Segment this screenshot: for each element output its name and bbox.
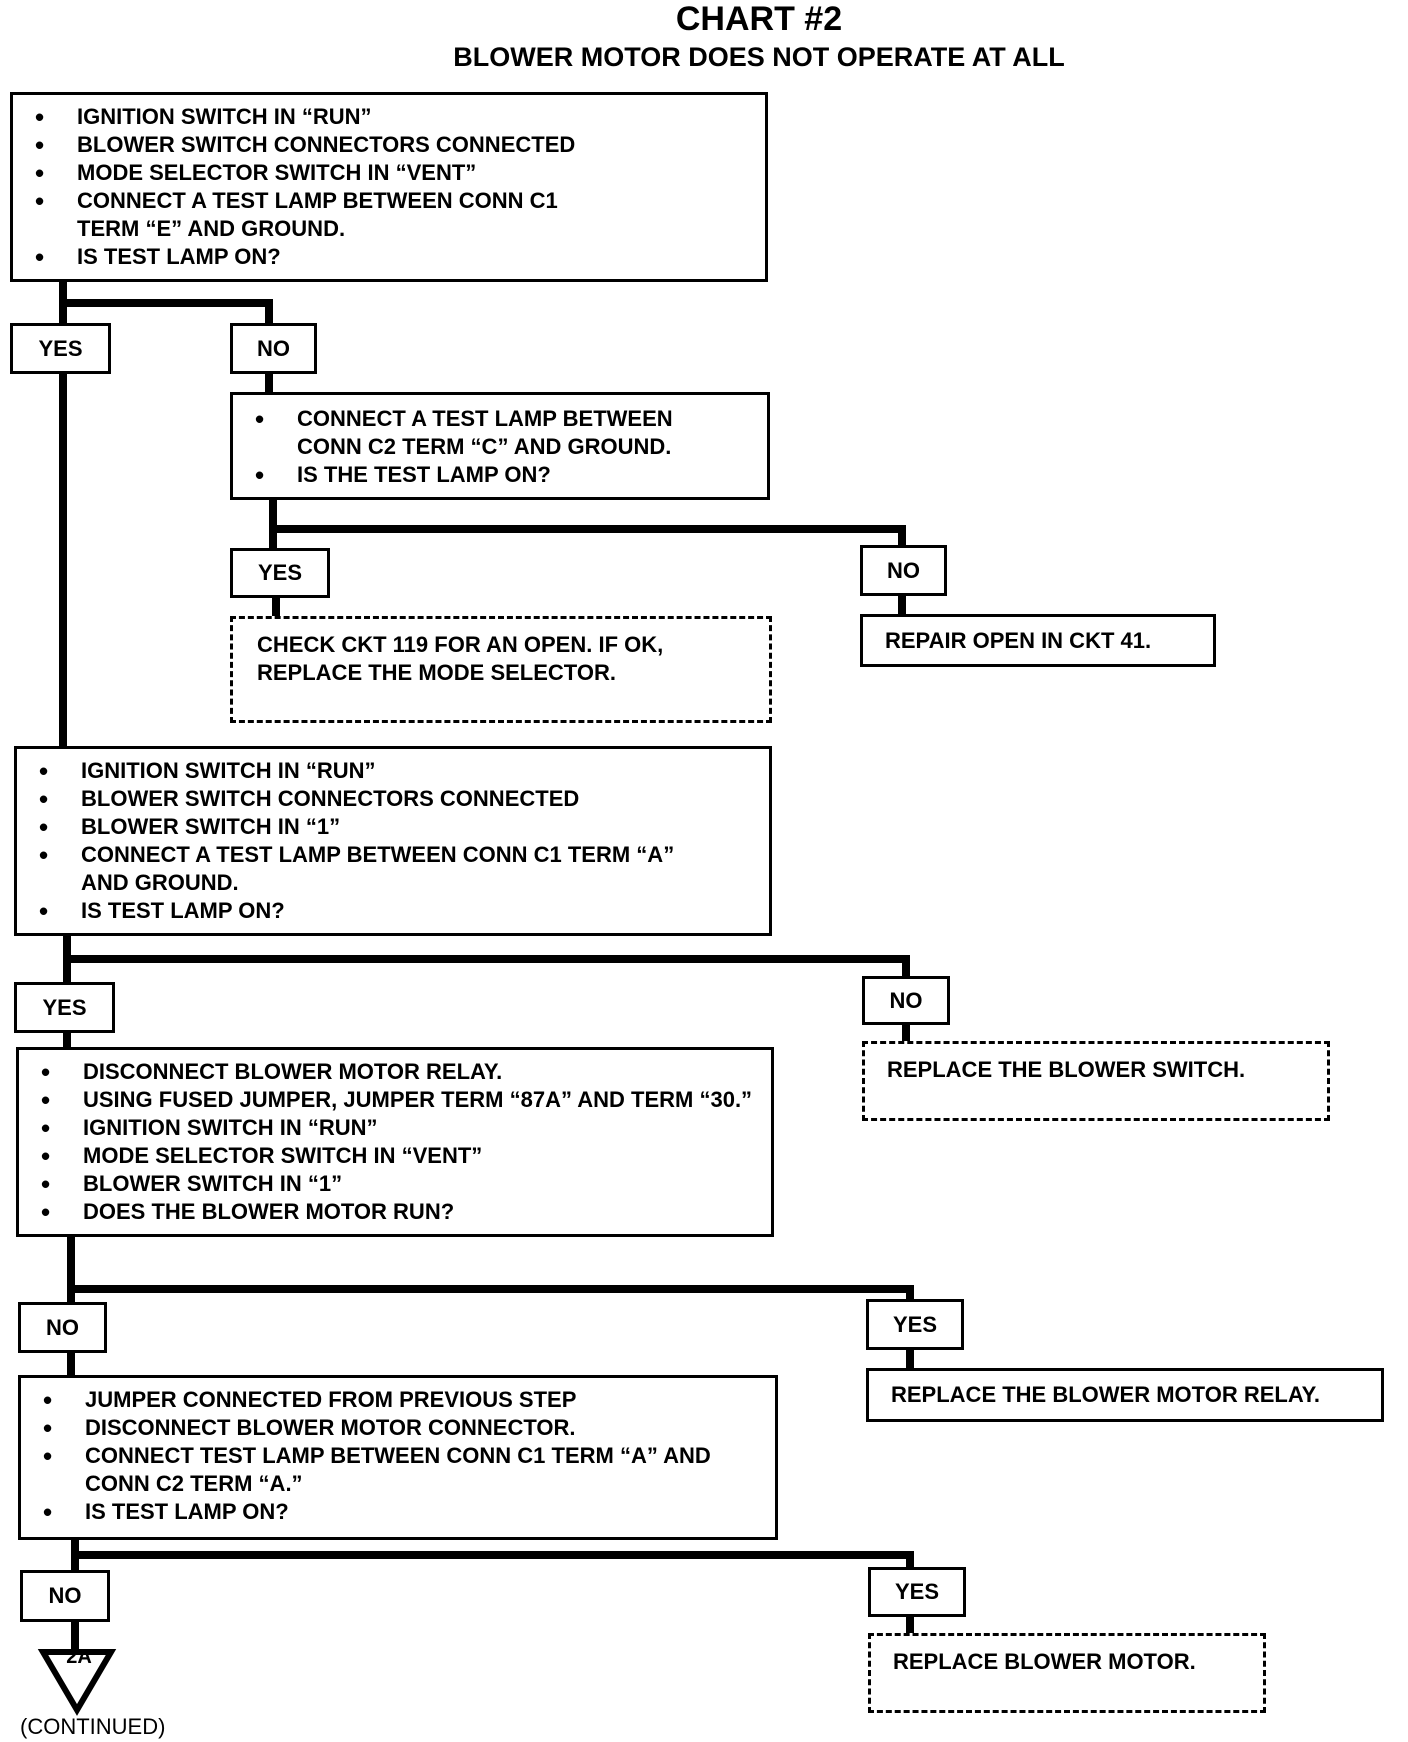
continued-note: (CONTINUED) [20,1714,166,1739]
step2-yes-label: YES [230,548,330,598]
step4-item: MODE SELECTOR SWITCH IN “VENT” [23,1142,771,1170]
step4-item: DISCONNECT BLOWER MOTOR RELAY. [23,1058,771,1086]
result-replace-motor-text: REPLACE BLOWER MOTOR. [893,1649,1196,1674]
step1-item: MODE SELECTOR SWITCH IN “VENT” [17,159,765,187]
result-repair-ckt41-box: REPAIR OPEN IN CKT 41. [860,614,1216,667]
result-repair-ckt41-text: REPAIR OPEN IN CKT 41. [885,628,1152,653]
step2-item: CONNECT A TEST LAMP BETWEEN CONN C2 TERM… [237,405,767,461]
offpage-connector-2a [37,1649,117,1716]
step4-item: BLOWER SWITCH IN “1” [23,1170,771,1198]
step2-box: CONNECT A TEST LAMP BETWEEN CONN C2 TERM… [230,392,770,500]
step3-item: IGNITION SWITCH IN “RUN” [21,757,769,785]
offpage-connector-label: 2A [66,1646,92,1668]
result-check-ckt119-box: CHECK CKT 119 FOR AN OPEN. IF OK, REPLAC… [230,616,772,723]
step3-item: CONNECT A TEST LAMP BETWEEN CONN C1 TERM… [21,841,769,897]
step4-box: DISCONNECT BLOWER MOTOR RELAY. USING FUS… [16,1047,774,1237]
chart-subtitle: BLOWER MOTOR DOES NOT OPERATE AT ALL [453,42,1065,72]
step5-item: IS TEST LAMP ON? [25,1498,775,1526]
step1-item: BLOWER SWITCH CONNECTORS CONNECTED [17,131,765,159]
step3-no-label: NO [862,976,950,1025]
step1-yes-label: YES [10,323,111,374]
step4-item: USING FUSED JUMPER, JUMPER TERM “87A” AN… [23,1086,771,1114]
result-replace-motor-box: REPLACE BLOWER MOTOR. [868,1633,1266,1713]
result-replace-switch-box: REPLACE THE BLOWER SWITCH. [862,1041,1330,1121]
step3-yes-label: YES [14,982,115,1033]
result-replace-switch-text: REPLACE THE BLOWER SWITCH. [887,1057,1246,1082]
result-check-ckt119-text: CHECK CKT 119 FOR AN OPEN. IF OK, REPLAC… [257,632,664,685]
step2-item: IS THE TEST LAMP ON? [237,461,767,489]
step4-no-label: NO [18,1302,107,1353]
result-replace-relay-text: REPLACE THE BLOWER MOTOR RELAY. [891,1382,1321,1407]
step3-item: BLOWER SWITCH CONNECTORS CONNECTED [21,785,769,813]
step5-item: CONNECT TEST LAMP BETWEEN CONN C1 TERM “… [25,1442,775,1498]
step4-item: IGNITION SWITCH IN “RUN” [23,1114,771,1142]
step3-item: BLOWER SWITCH IN “1” [21,813,769,841]
step3-item: IS TEST LAMP ON? [21,897,769,925]
step2-no-label: NO [860,545,947,596]
step5-box: JUMPER CONNECTED FROM PREVIOUS STEP DISC… [18,1375,778,1540]
step1-item: IS TEST LAMP ON? [17,243,765,271]
step5-no-label: NO [20,1570,110,1622]
result-replace-relay-box: REPLACE THE BLOWER MOTOR RELAY. [866,1368,1384,1422]
step1-item: IGNITION SWITCH IN “RUN” [17,103,765,131]
step5-yes-label: YES [868,1567,966,1617]
step3-box: IGNITION SWITCH IN “RUN” BLOWER SWITCH C… [14,746,772,936]
step4-item: DOES THE BLOWER MOTOR RUN? [23,1198,771,1226]
step1-no-label: NO [230,323,317,374]
step1-box: IGNITION SWITCH IN “RUN” BLOWER SWITCH C… [10,92,768,282]
step4-yes-label: YES [866,1299,964,1350]
step5-item: JUMPER CONNECTED FROM PREVIOUS STEP [25,1386,775,1414]
chart-title: CHART #2 [675,0,843,38]
step1-item: CONNECT A TEST LAMP BETWEEN CONN C1 TERM… [17,187,765,243]
step5-item: DISCONNECT BLOWER MOTOR CONNECTOR. [25,1414,775,1442]
